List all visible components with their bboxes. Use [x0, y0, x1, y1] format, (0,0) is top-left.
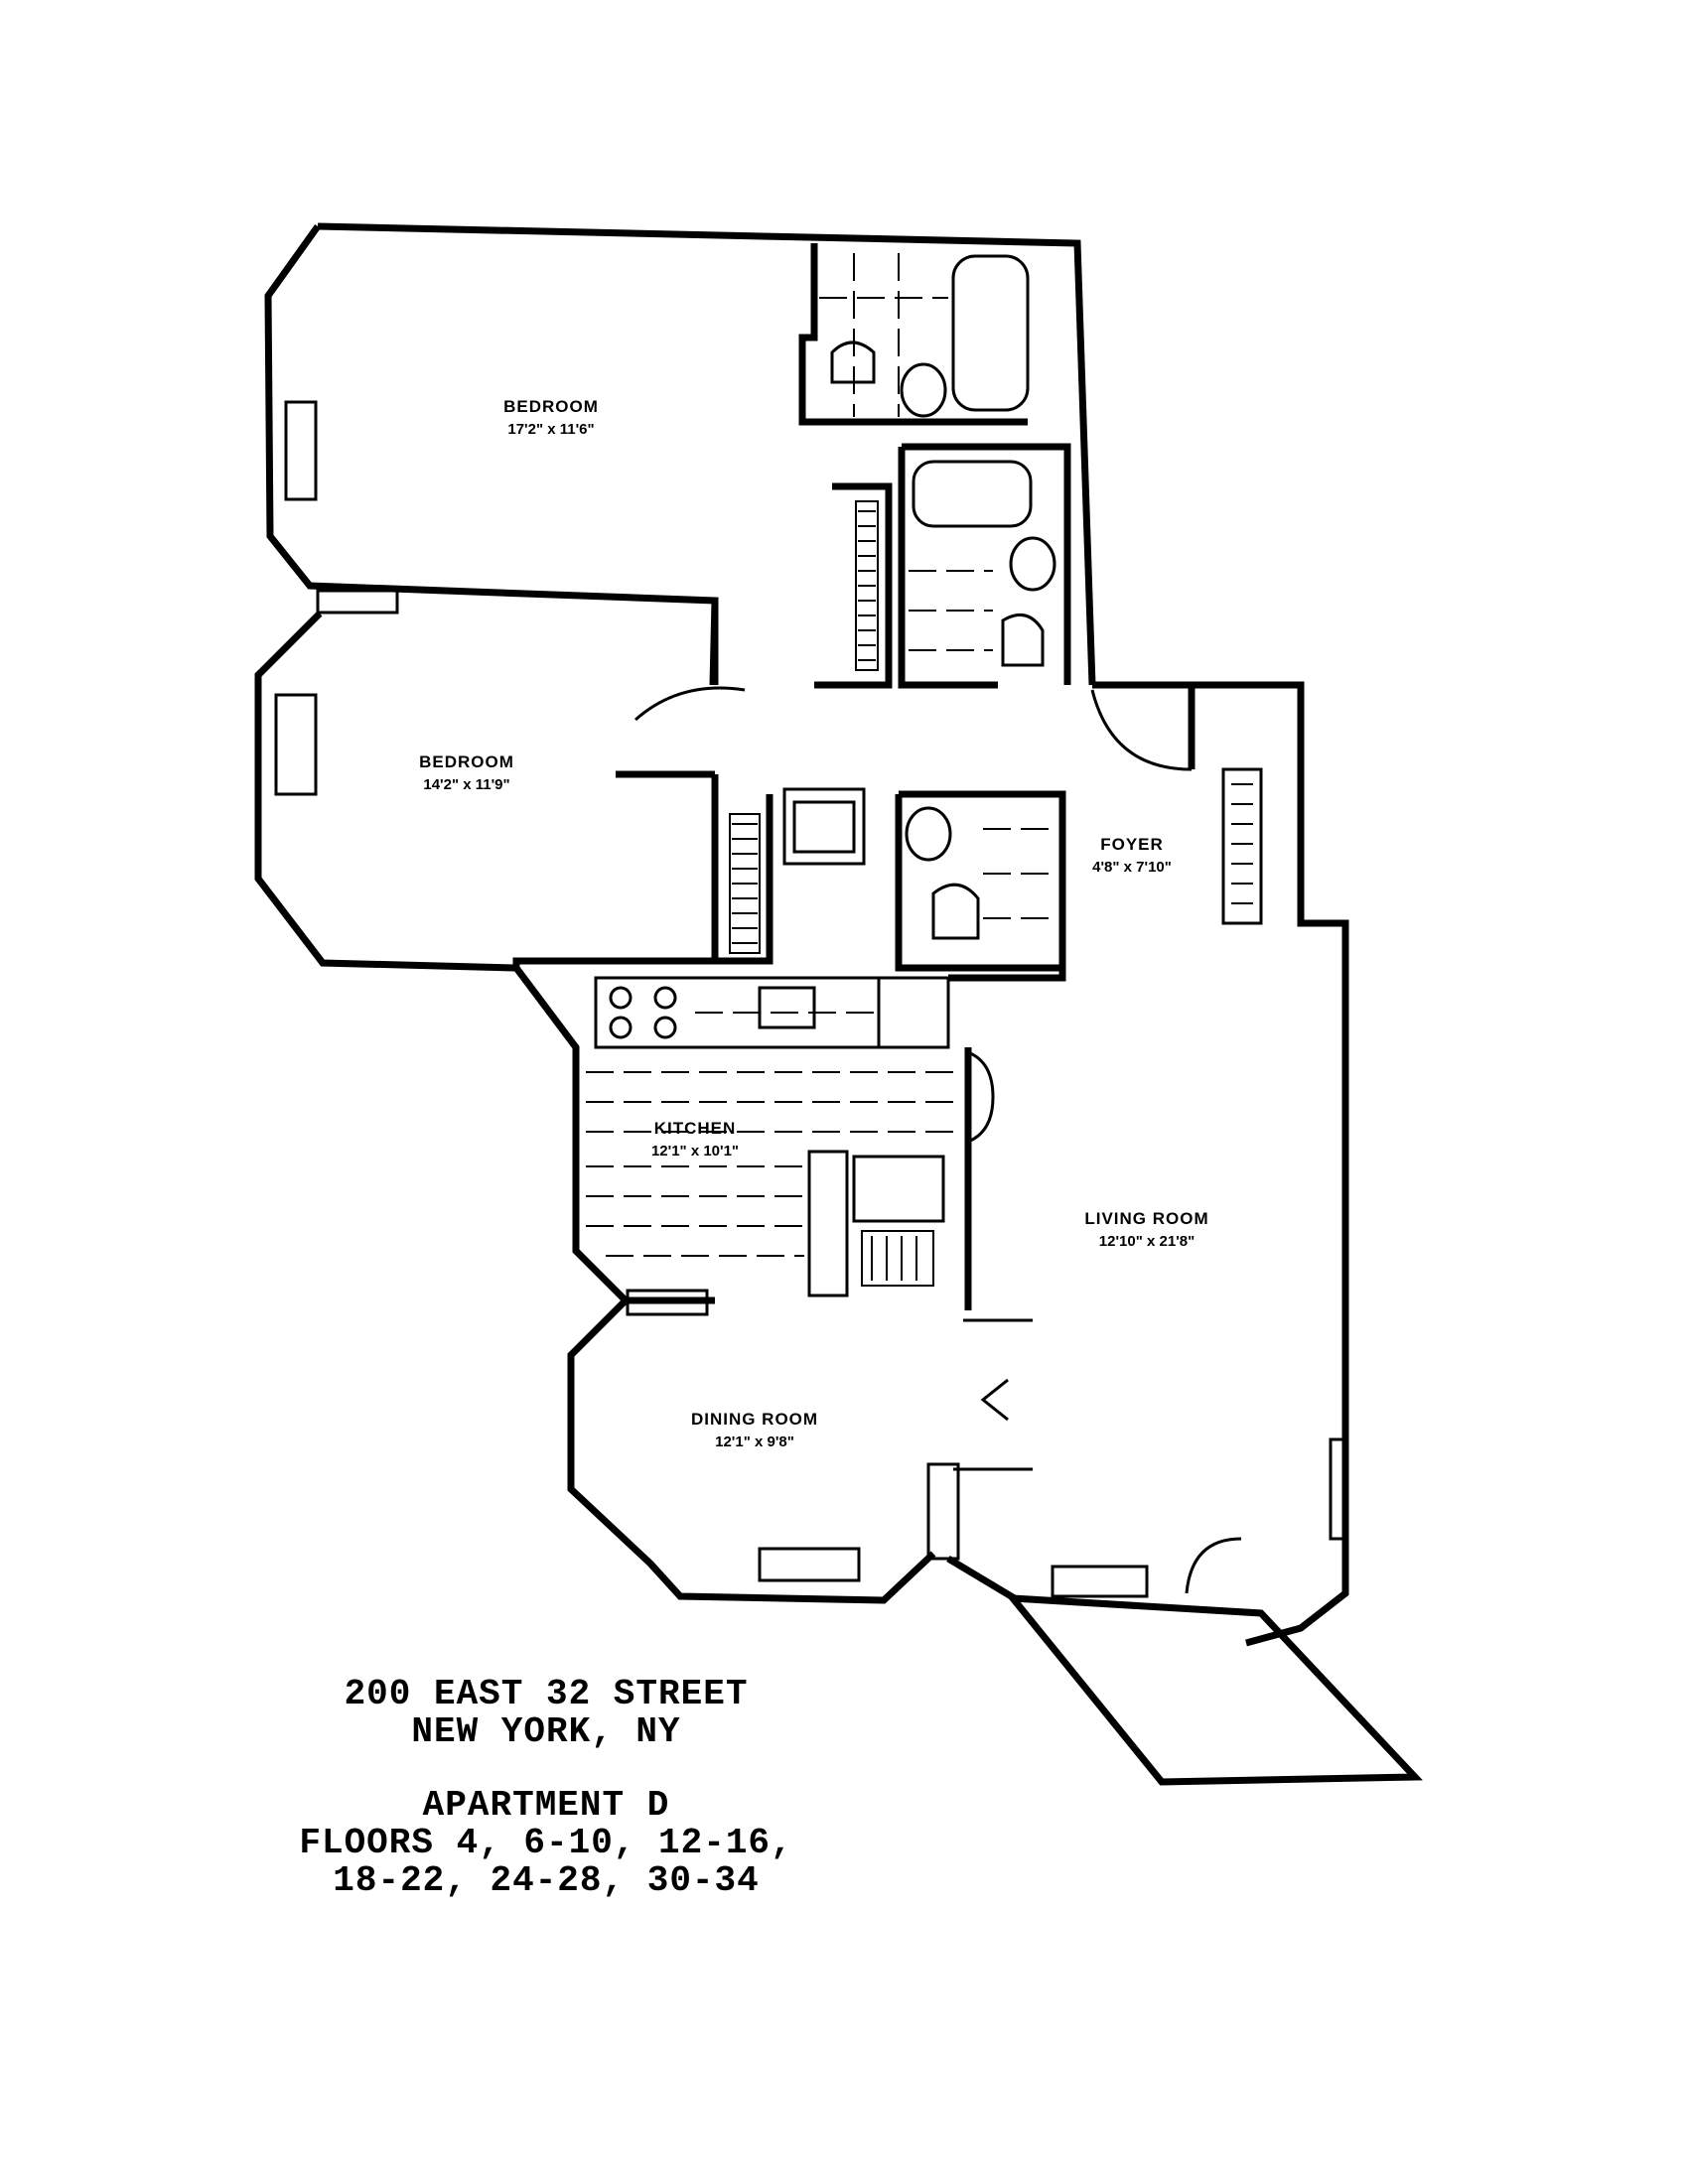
- window: [1329, 1437, 1347, 1541]
- window: [274, 693, 318, 796]
- floors-line: FLOORS 4, 6-10, 12-16,: [299, 1822, 793, 1863]
- stove: [852, 1155, 945, 1223]
- apartment-label: APARTMENT D: [422, 1785, 670, 1826]
- bedroom-master-walls: [264, 222, 1096, 686]
- kitchen: [513, 965, 1066, 1310]
- dining-room-walls: [567, 1289, 960, 1604]
- apartment-block: APARTMENT D FLOORS 4, 6-10, 12-16, 18-22…: [298, 1787, 794, 1899]
- bathtub: [951, 254, 1030, 412]
- arch-marker: [980, 1378, 1009, 1422]
- pantry: [807, 1150, 849, 1297]
- room-name: FOYER: [1100, 835, 1164, 854]
- address-block: 200 EAST 32 STREET NEW YORK, NY: [298, 1676, 794, 1751]
- entry-door-swing: [1090, 689, 1193, 771]
- second-closet: [711, 774, 774, 965]
- balcony: [946, 1555, 1423, 1786]
- room-dims: 14'2" x 11'9": [423, 776, 509, 793]
- room-name: DINING ROOM: [691, 1410, 818, 1429]
- room-name: KITCHEN: [654, 1119, 737, 1138]
- window: [626, 1289, 709, 1316]
- kitchen-sink: [758, 986, 816, 1029]
- refrigerator: [877, 976, 950, 1049]
- linen-closet: [782, 787, 866, 866]
- room-name: BEDROOM: [419, 752, 514, 771]
- floors-line: 18-22, 24-28, 30-34: [333, 1859, 760, 1901]
- address-line: NEW YORK, NY: [411, 1710, 681, 1752]
- room-dims: 12'10" x 21'8": [1099, 1233, 1195, 1250]
- second-bath: [898, 443, 1071, 689]
- address-line: 200 EAST 32 STREET: [344, 1674, 749, 1714]
- toilet: [931, 883, 980, 940]
- toilet: [830, 341, 876, 384]
- window: [316, 589, 399, 614]
- foyer-closet: [1221, 767, 1263, 925]
- room-dims: 12'1" x 9'8": [715, 1433, 794, 1450]
- door-swing: [634, 686, 746, 722]
- room-dims: 4'8" x 7'10": [1092, 859, 1172, 876]
- room-dims: 12'1" x 10'1": [651, 1143, 739, 1160]
- sink: [905, 806, 952, 862]
- window: [758, 1547, 861, 1582]
- toilet: [1001, 613, 1045, 667]
- kitchen-door-swing: [967, 1050, 995, 1144]
- kitchen-closet: [861, 1230, 934, 1287]
- living-room-walls: [953, 681, 1349, 1647]
- sink: [900, 362, 947, 418]
- room-name: BEDROOM: [503, 397, 599, 416]
- window: [1051, 1565, 1149, 1598]
- window: [284, 400, 318, 501]
- bathtub: [912, 460, 1033, 528]
- balcony-door-swing: [1185, 1537, 1242, 1594]
- room-dims: 17'2" x 11'6": [507, 421, 594, 438]
- master-closet: [814, 482, 893, 689]
- sink: [1009, 536, 1056, 592]
- hall-bath: [782, 787, 1066, 972]
- room-name: LIVING ROOM: [1084, 1209, 1208, 1228]
- column: [926, 1462, 960, 1561]
- master-bath: [798, 243, 1030, 426]
- bedroom-second-walls: [254, 601, 746, 972]
